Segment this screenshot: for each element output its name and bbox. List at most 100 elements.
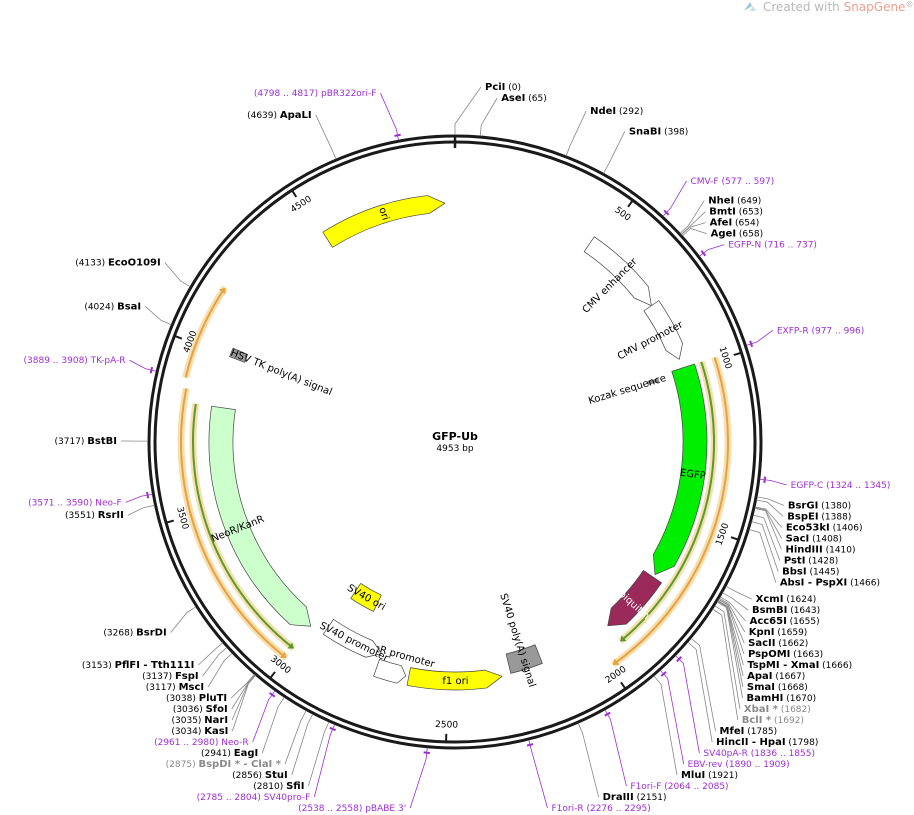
site-bcli-leader (712, 608, 739, 721)
site-bsrdi-leader (170, 606, 197, 633)
site-asei-label: AseI (65) (479, 93, 547, 137)
site-xbai-label: XbaI * (1682) (714, 605, 811, 715)
site-labels: PciI (0)AseI (65)NdeI (292)SnaBI (398)Nh… (24, 82, 891, 814)
site-hincii-hpai: HincII - HpaI (1798) (716, 737, 818, 748)
site-apali: (4639) ApaLI (247, 110, 312, 121)
tick-3500 (165, 519, 175, 524)
primer-tk-pa-r: (3889 .. 3908) TK-pA-R (24, 356, 126, 366)
site-smai-label: SmaI (1668) (717, 600, 808, 693)
site-stui: (2856) StuI (232, 770, 288, 781)
site-pspomi-leader (718, 599, 745, 655)
primer-f1ori-f-leader (604, 709, 627, 787)
feature-label-kozak: Kozak sequence (587, 373, 667, 407)
site-sfoi-leader (231, 674, 256, 710)
primer-neo-r-leader (252, 690, 276, 743)
feature-cmv-enhancer (583, 236, 652, 307)
watermark-reg: ® (905, 0, 913, 9)
site-msci-leader (207, 652, 233, 688)
primer-f1ori-r-leader (528, 739, 548, 809)
site-draiii: DraIII (2151) (603, 792, 667, 803)
site-asei-leader (479, 97, 498, 137)
primer-neo-f-mark (146, 491, 150, 499)
orf-egfp-orange (612, 357, 729, 666)
primer-ebv-rev-mark (660, 671, 667, 677)
orf-egfp-orange-arrowhead (612, 658, 620, 666)
orf-neo-green (192, 403, 295, 650)
site-psti: PstI (1428) (784, 555, 838, 566)
feature-f1-ori (406, 667, 503, 691)
primer-ebv-rev-label: EBV-rev (1890 .. 1909) (660, 669, 790, 770)
primer-sv40pa-r-label: SV40pA-R (1836 .. 1855) (675, 655, 815, 759)
tick-label-4500: 4500 (289, 194, 314, 215)
site-ndei-leader (565, 110, 587, 156)
site-sfii-label: (2810) SfiI (253, 721, 330, 792)
site-bsrdi-label: (3268) BsrDI (103, 606, 197, 639)
primer-exfp-r-leader (746, 330, 774, 346)
site-bcli: BclI * (1692) (742, 715, 804, 726)
tick-1000 (733, 351, 742, 357)
site-mfei-label: MfeI (1785) (690, 637, 777, 737)
feature-label-sv40-polya: SV40 poly(A) signal (497, 592, 537, 688)
primer-neo-r-mark (269, 692, 276, 698)
site-pflfi-tth111i-label: (3153) PflFI - Tth111I (82, 642, 223, 671)
watermark-brand: SnapGene (844, 0, 906, 14)
site-pluti: (3038) PluTI (166, 693, 227, 704)
primer-cmv-f-mark (663, 209, 670, 216)
site-absi-pspxi-leader (749, 529, 777, 583)
site-afei: AfeI (654) (710, 218, 760, 229)
tick-4000 (174, 334, 183, 340)
site-hindiii-leader (754, 507, 782, 550)
site-xbai: XbaI * (1682) (744, 704, 811, 715)
site-smai-leader (717, 600, 744, 688)
primer-egfp-c-mark (763, 476, 767, 484)
feature-egfp (652, 363, 708, 576)
site-fspi-label: (3137) FspI (142, 647, 228, 682)
site-bsai-label: (4024) BsaI (84, 301, 172, 325)
feature-cmv-promoter (643, 300, 683, 360)
site-mfei-leader (690, 637, 716, 732)
site-hindiii-label: HindIII (1410) (754, 507, 856, 555)
primer-cmv-f: CMV-F (577 .. 597) (691, 176, 775, 186)
site-agei: AgeI (658) (711, 229, 763, 240)
site-fspi: (3137) FspI (142, 671, 198, 682)
primer-egfp-n: EGFP-N (716 .. 737) (728, 240, 817, 250)
site-fspi-leader (202, 647, 228, 677)
primer-f1ori-r: F1ori-R (2276 .. 2295) (551, 804, 650, 814)
feature-label-ori: ori (376, 206, 390, 222)
site-pflfi-tth111i-leader (198, 642, 223, 666)
site-bspei-label: BspEI (1388) (756, 499, 851, 522)
primer-pbabe-3-leader (409, 747, 428, 809)
site-agei-leader (682, 228, 707, 237)
primer-neo-r-label: (2961 .. 2980) Neo-R (154, 690, 276, 748)
site-nari: (3035) NarI (172, 715, 229, 726)
site-rsrii: (3551) RsrII (65, 510, 124, 521)
feature-kozak (646, 377, 660, 386)
site-bsrdi: (3268) BsrDI (103, 628, 166, 639)
orf-neo-orange (179, 388, 287, 659)
site-bmti: BmtI (653) (709, 207, 763, 218)
site-eagi-leader (261, 697, 285, 754)
primer-f1ori-r-mark (526, 743, 534, 747)
primer-pbabe-3: (2538 .. 2558) pBABE 3' (298, 804, 406, 814)
site-ndei: NdeI (292) (590, 106, 643, 117)
site-sacii: SacII (1662) (748, 638, 808, 649)
primer-f1ori-f: F1ori-F (2064 .. 2085) (630, 782, 728, 792)
site-nhei: NheI (649) (708, 196, 761, 207)
site-hindiii: HindIII (1410) (785, 544, 855, 555)
primer-f1ori-f-label: F1ori-F (2064 .. 2085) (604, 709, 729, 792)
feature-ubiquitin (607, 570, 662, 627)
site-acc65i-label: Acc65I (1655) (719, 596, 820, 627)
feature-sv40-polya (505, 644, 543, 674)
site-nhei-label: NheI (649) (679, 196, 761, 234)
site-afei-label: AfeI (654) (681, 218, 760, 236)
site-rsrii-label: (3551) RsrII (65, 504, 155, 521)
feature-ori (322, 195, 446, 248)
site-pspomi: PspOMI (1663) (748, 649, 823, 660)
primer-sv40pro-f: (2785 .. 2804) SV40pro-F (197, 793, 311, 803)
primer-sv40pa-r-leader (675, 655, 700, 754)
site-stui-leader (291, 713, 314, 776)
site-psti-leader (753, 514, 781, 561)
primer-egfp-n-mark (700, 250, 707, 257)
primer-neo-f: (3571 .. 3590) Neo-F (28, 498, 122, 508)
